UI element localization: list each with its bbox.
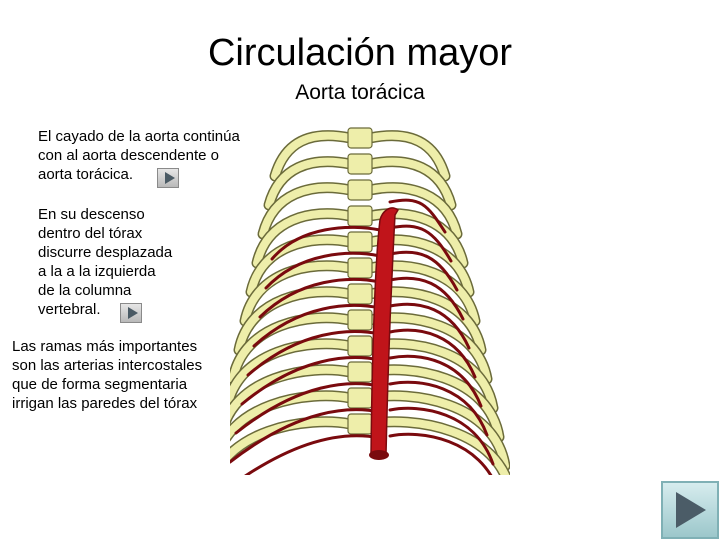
intercostal-artery-right xyxy=(388,224,453,263)
rib-left-fill xyxy=(230,365,354,422)
intercostal-artery-right xyxy=(388,250,459,292)
vertebral-column xyxy=(347,127,373,435)
rib-left-fill xyxy=(259,183,354,238)
rib-left-fill xyxy=(253,209,354,267)
next-slide-icon[interactable] xyxy=(661,481,719,539)
rib-right-fill xyxy=(366,183,461,238)
intercostal-artery-right xyxy=(388,302,471,350)
intercostal-artery-left xyxy=(240,356,382,406)
intercostal-artery-left xyxy=(252,304,382,348)
aorta-cut-end xyxy=(369,450,389,460)
thoracic-aorta-illustration xyxy=(230,127,510,475)
play-icon[interactable] xyxy=(120,303,142,323)
rib-right-fill xyxy=(366,131,449,180)
intercostal-artery-left xyxy=(244,434,382,475)
intercostal-artery-left xyxy=(230,408,382,464)
slide-title: Circulación mayor xyxy=(207,32,513,74)
rib-left-fill xyxy=(265,157,354,209)
intercostal-arteries xyxy=(230,198,495,475)
vertebra xyxy=(347,205,373,227)
intercostal-artery-right xyxy=(388,380,489,437)
paragraph-descent: En su descenso dentro del tórax discurre… xyxy=(38,206,173,318)
intercostal-artery-left xyxy=(258,277,382,319)
intercostal-artery-right xyxy=(388,276,465,321)
vertebra xyxy=(347,257,373,279)
vertebra xyxy=(347,153,373,175)
intercostal-artery-right xyxy=(388,406,495,466)
rib-left-fill xyxy=(230,391,354,440)
aorta-vessel xyxy=(370,207,399,456)
vertebra xyxy=(347,283,373,305)
play-icon[interactable] xyxy=(157,168,179,188)
descending-aorta xyxy=(369,207,399,460)
intercostal-artery-right xyxy=(388,432,493,475)
slide-subtitle: Aorta torácica xyxy=(295,81,425,104)
vertebra xyxy=(347,127,373,149)
rib-left-fill xyxy=(230,417,354,461)
paragraph-aortic-arch: El cayado de la aorta continúa con al ao… xyxy=(38,128,240,183)
intercostal-artery-left xyxy=(264,251,382,290)
intercostal-artery-left xyxy=(246,330,382,377)
vertebra xyxy=(347,231,373,253)
intercostal-artery-left xyxy=(270,225,382,261)
vertebra xyxy=(347,335,373,357)
intercostal-artery-left xyxy=(234,382,382,435)
vertebra xyxy=(347,179,373,201)
rib-left-fill xyxy=(241,261,354,325)
rib-right-fill xyxy=(366,157,455,209)
intercostal-artery-right xyxy=(388,198,447,234)
intercostal-artery-right xyxy=(388,328,477,379)
paragraph-intercostal-branches: Las ramas más importantes son las arteri… xyxy=(12,338,203,412)
vertebra xyxy=(347,413,373,435)
rib-left-fill xyxy=(271,131,354,180)
vertebra xyxy=(347,361,373,383)
vertebra xyxy=(347,309,373,331)
vertebra xyxy=(347,387,373,409)
rib-left-fill xyxy=(247,235,354,296)
intercostal-artery-right xyxy=(388,354,483,408)
